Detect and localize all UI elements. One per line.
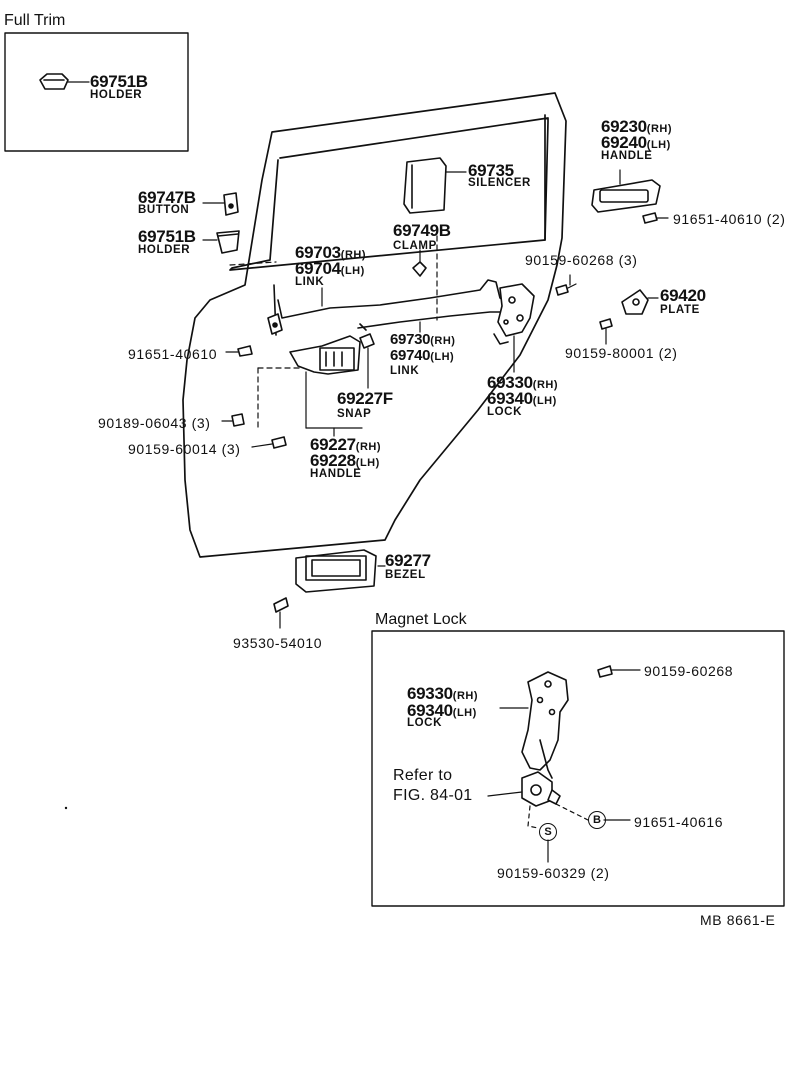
button-part (202, 192, 239, 216)
magnet-lock-box (371, 630, 785, 907)
plate-screw (599, 318, 613, 345)
lock-lh: 69340(LH) (487, 389, 557, 408)
lock-screw-label: 90159-60268 (3) (525, 252, 638, 268)
dashed-leader-button (229, 261, 277, 266)
magnet-lock-lh: 69340(LH) (407, 701, 477, 720)
outer-handle-lh: 69240(LH) (601, 133, 671, 152)
refer-to-label: Refer to (393, 767, 453, 784)
nut-part (221, 413, 245, 427)
inner-handle-lh: 69228(LH) (310, 451, 380, 470)
speck (64, 806, 68, 810)
clamp-part (412, 261, 427, 277)
magnet-bolt-b-label: 91651-40616 (634, 814, 724, 830)
outer-handle-screw (642, 212, 669, 224)
bellcrank-left (267, 313, 283, 335)
holder-box-part (39, 73, 90, 90)
left-bolt (225, 345, 253, 357)
full-trim-box (4, 32, 189, 152)
plate-name: PLATE (660, 304, 700, 316)
upper-link-rh: 69703(RH) (295, 243, 366, 262)
snap-name: SNAP (337, 408, 372, 420)
magnet-lock-title: Magnet Lock (375, 611, 467, 628)
button-name: BUTTON (138, 204, 190, 216)
silencer-name: SILENCER (468, 177, 531, 189)
inner-handle-name: HANDLE (310, 468, 362, 480)
refer-fig-label: FIG. 84-01 (393, 787, 473, 804)
silencer-part (403, 157, 467, 214)
magnet-lock-assembly (499, 671, 569, 807)
bezel-number: 69277 (385, 551, 431, 570)
upper-link-name: LINK (295, 276, 325, 288)
magnet-screw-s-label: 90159-60329 (2) (497, 865, 610, 881)
clamp-number: 69749B (393, 221, 451, 240)
holder-part (202, 230, 240, 254)
magnet-lock-rh: 69330(RH) (407, 684, 478, 703)
lock-assembly (493, 283, 535, 373)
full-trim-title: Full Trim (4, 12, 66, 29)
clamp-name: CLAMP (393, 240, 437, 252)
holder-box-name: HOLDER (90, 89, 143, 101)
outer-handle-rh: 69230(RH) (601, 117, 672, 136)
holder-name: HOLDER (138, 244, 191, 256)
holder-box-number: 69751B (90, 72, 148, 91)
snap-part (359, 333, 375, 389)
inner-handle-rh: 69227(RH) (310, 435, 381, 454)
bezel-screw (273, 597, 289, 629)
bezel-name: BEZEL (385, 569, 426, 581)
button-number: 69747B (138, 188, 196, 207)
magnet-screw-top (597, 665, 641, 678)
lock-rh: 69330(RH) (487, 373, 558, 392)
lower-link-rh: 69730(RH) (390, 331, 456, 348)
lock-name: LOCK (487, 406, 522, 418)
snap-number: 69227F (337, 389, 393, 408)
magnet-leader-b (555, 803, 589, 821)
lower-link-rod (357, 311, 506, 333)
inner-handle-part (289, 335, 363, 437)
silencer-number: 69735 (468, 161, 514, 180)
lower-link-lh: 69740(LH) (390, 347, 455, 364)
handle-screw (251, 436, 287, 449)
magnet-screw-top-label: 90159-60268 (644, 663, 734, 679)
left-bolt-label: 91651-40610 (128, 346, 218, 362)
holder-number: 69751B (138, 227, 196, 246)
outer-handle-part (591, 169, 661, 213)
lock-screw (555, 274, 577, 296)
outer-handle-name: HANDLE (601, 150, 653, 162)
magnet-lock-name: LOCK (407, 717, 442, 729)
handle-screw-label: 90159-60014 (3) (128, 441, 241, 457)
bezel-screw-label: 93530-54010 (233, 635, 323, 651)
s-mark-circle: S (539, 823, 557, 841)
plate-part (621, 289, 659, 315)
nut-label: 90189-06043 (3) (98, 415, 211, 431)
outer-handle-screw-label: 91651-40610 (2) (673, 211, 786, 227)
upper-link-lh: 69704(LH) (295, 259, 365, 278)
b-mark-circle: B (588, 811, 606, 829)
bezel-part (295, 549, 386, 593)
plate-screw-label: 90159-80001 (2) (565, 345, 678, 361)
magnet-leader-s (527, 805, 539, 829)
figure-code: MB 8661-E (700, 912, 776, 928)
lower-link-name: LINK (390, 365, 420, 377)
plate-number: 69420 (660, 286, 706, 305)
door-panel-outline (182, 92, 567, 558)
